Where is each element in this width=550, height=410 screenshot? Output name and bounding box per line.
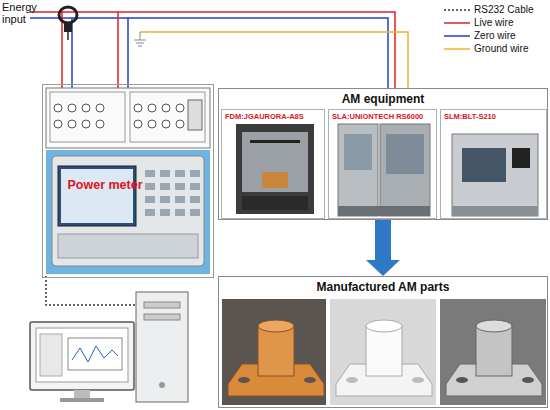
group-box: Manufactured AM parts [218,276,548,408]
wires [30,12,408,88]
slm-printer [452,134,538,216]
ground-symbol [134,32,146,46]
part-photo-fdm [222,299,326,405]
group-box: AM equipmentFDM:JGAURORA-A8S SLA:UNIONTEC… [218,88,548,220]
node-title: AM equipment [219,92,547,106]
power-meter-front [46,150,210,274]
machine-panel: SLM:BLT-S210 [440,109,547,219]
sla-printer [338,124,430,216]
legend-text: Live wire [474,17,513,28]
part-photo-slm [440,299,546,405]
rs232-cable [46,276,150,305]
computer [30,292,188,402]
part-photo-sla [330,299,436,405]
power-meter-back-panel [46,88,210,148]
current-clamp [59,7,77,40]
machine-panel: FDM:JGAURORA-A8S [221,109,325,219]
flow-arrow [366,220,400,276]
text-label: Energy input [2,1,44,25]
node-title: SLA:UNIONTECH RS6000 [332,112,436,121]
node-title: SLM:BLT-S210 [444,112,546,121]
legend-text: Ground wire [474,43,528,54]
legend-text: Zero wire [474,30,516,41]
power-meter-box: Power meter [42,84,214,278]
node-title: FDM:JGAURORA-A8S [225,112,324,121]
legend-text: RS232 Cable [474,4,533,15]
legend-samples [444,10,470,49]
fdm-printer [236,124,314,214]
node-title: Manufactured AM parts [219,280,547,294]
machine-panel: SLA:UNIONTECH RS6000 [328,109,437,219]
node-title: Power meter [59,178,151,192]
